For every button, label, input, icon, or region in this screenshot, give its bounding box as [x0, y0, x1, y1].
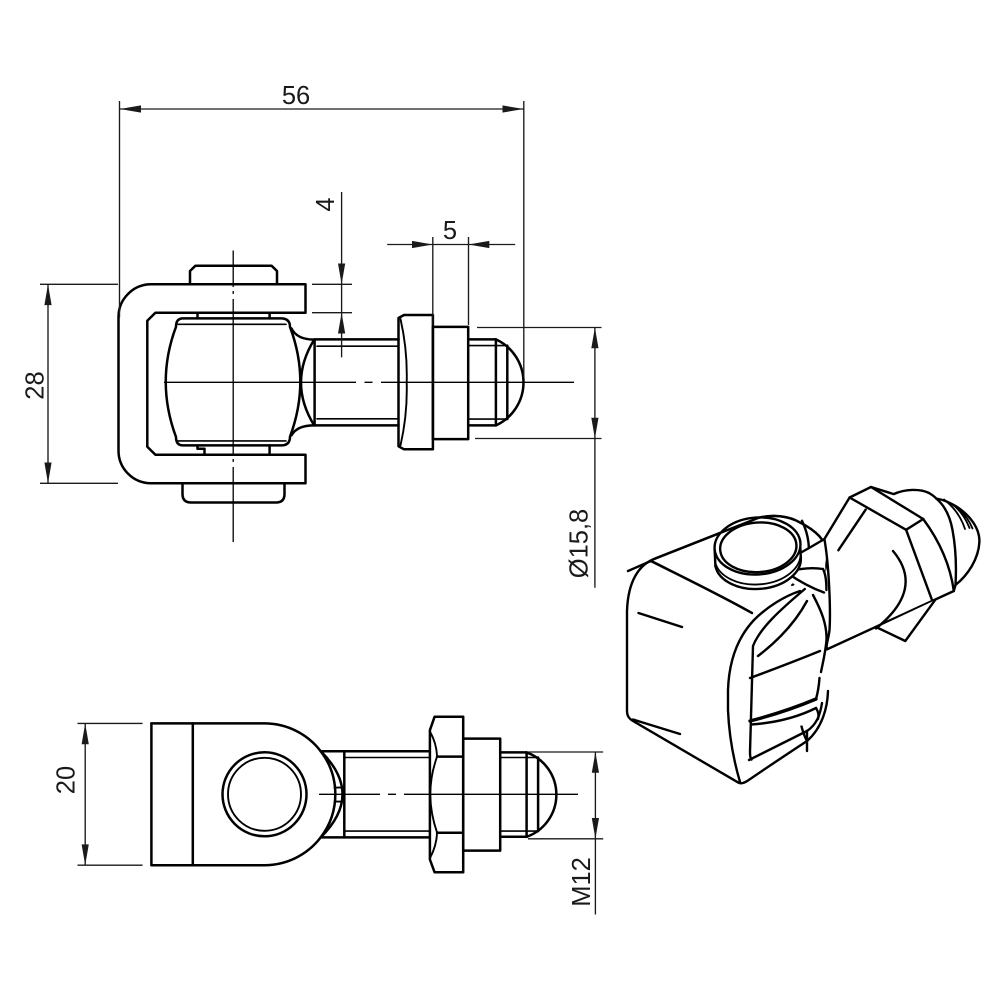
svg-text:56: 56 — [282, 82, 310, 110]
svg-text:5: 5 — [443, 217, 457, 245]
svg-text:Ø15,8: Ø15,8 — [566, 509, 594, 578]
svg-text:20: 20 — [53, 766, 81, 794]
svg-text:4: 4 — [312, 197, 340, 211]
svg-text:28: 28 — [22, 371, 50, 399]
svg-text:M12: M12 — [568, 857, 596, 907]
